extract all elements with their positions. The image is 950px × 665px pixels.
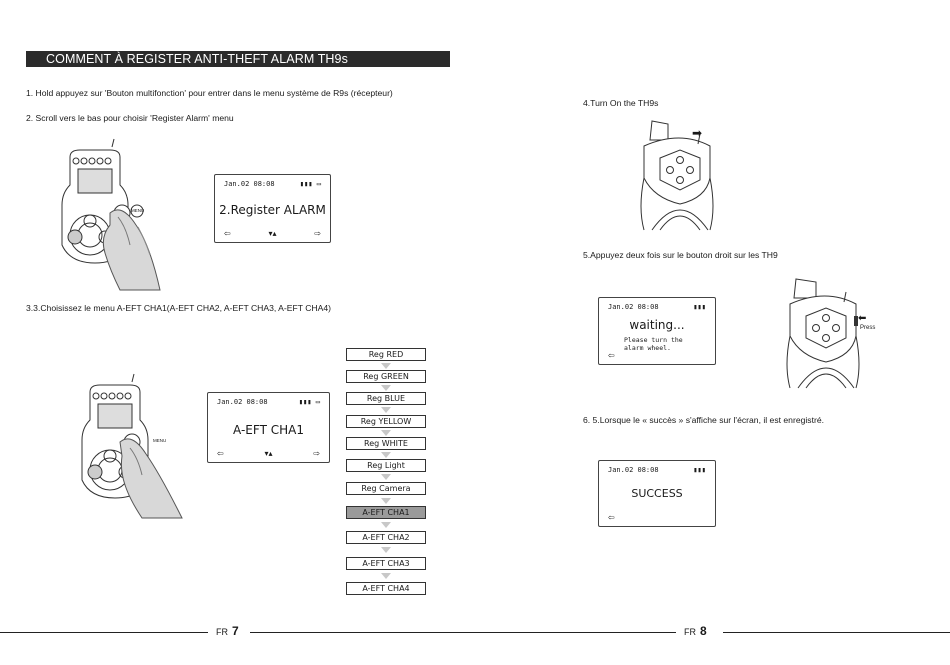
- th9s-transmitter-illustration-2: [786, 278, 860, 389]
- lcd-main-text: A-EFT CHA1: [233, 423, 304, 437]
- menu-item-aeft-cha3: A-EFT CHA3: [346, 557, 426, 570]
- step-2-text: 2. Scroll vers le bas pour choisir 'Regi…: [26, 113, 234, 123]
- down-arrow-icon: [381, 522, 391, 528]
- back-arrow-icon: ⇦: [224, 229, 231, 238]
- section-title: COMMENT À REGISTER ANTI-THEFT ALARM TH9s: [26, 51, 450, 67]
- lcd-main-text: SUCCESS: [631, 487, 683, 500]
- signal-battery-icon: ▮▮▮ ▭: [299, 180, 321, 188]
- signal-icon: ▮▮▮: [693, 466, 706, 474]
- menu-item-aeft-cha4: A-EFT CHA4: [346, 582, 426, 595]
- up-down-arrows-icon: ▾▴: [264, 449, 273, 458]
- footer-rule-right: [723, 632, 950, 633]
- back-arrow-icon: ⇦: [608, 351, 615, 360]
- receiver-device-illustration-2: [81, 373, 183, 519]
- menu-item-reg-light: Reg Light: [346, 459, 426, 472]
- step-1-text: 1. Hold appuyez sur 'Bouton multifonctio…: [26, 88, 393, 98]
- lcd-date: Jan.02 08:08: [608, 303, 659, 311]
- back-arrow-icon: ⇦: [217, 449, 224, 458]
- menu-item-aeft-cha1-selected: A-EFT CHA1: [346, 506, 426, 519]
- lcd-subtext-2: alarm wheel.: [624, 344, 671, 352]
- step-6-text: 6. 5.Lorsque le « succès » s'affiche sur…: [583, 415, 825, 425]
- lcd-main-text: 2.Register ALARM: [219, 203, 326, 217]
- lcd-screen-success: Jan.02 08:08 ▮▮▮ SUCCESS ⇦: [598, 460, 716, 527]
- lcd-date: Jan.02 08:08: [608, 466, 659, 474]
- lcd-date: Jan.02 08:08: [224, 180, 275, 188]
- forward-arrow-icon: ⇨: [314, 229, 321, 238]
- press-label: Press: [860, 325, 876, 331]
- down-arrow-icon: [381, 385, 391, 391]
- down-arrow-icon: [381, 498, 391, 504]
- down-arrow-icon: [381, 474, 391, 480]
- forward-arrow-icon: ⇨: [313, 449, 320, 458]
- lcd-screen-waiting: Jan.02 08:08 ▮▮▮ waiting... Please turn t…: [598, 297, 716, 365]
- lcd-date: Jan.02 08:08: [217, 398, 268, 406]
- step-4-text: 4.Turn On the TH9s: [583, 98, 659, 108]
- th9s-transmitter-illustration: [640, 120, 714, 231]
- footer-rule-left-a: [0, 632, 208, 633]
- right-arrow-icon: ➡: [692, 126, 703, 140]
- menu-item-reg-white: Reg WHITE: [346, 437, 426, 450]
- down-arrow-icon: [381, 363, 391, 369]
- down-arrow-icon: [381, 452, 391, 458]
- step-5-text: 5.Appuyez deux fois sur le bouton droit …: [583, 250, 778, 260]
- menu-item-reg-green: Reg GREEN: [346, 370, 426, 383]
- down-arrow-icon: [381, 547, 391, 553]
- down-arrow-icon: [381, 573, 391, 579]
- down-arrow-icon: [381, 407, 391, 413]
- lcd-screen-aeft-cha1: Jan.02 08:08 ▮▮▮ ▭ A-EFT CHA1 ⇦ ▾▴ ⇨: [207, 392, 330, 463]
- signal-battery-icon: ▮▮▮ ▭: [298, 398, 320, 406]
- menu-item-aeft-cha2: A-EFT CHA2: [346, 531, 426, 544]
- left-arrow-icon: ⬅: [858, 313, 867, 324]
- lcd-subtext-1: Please turn the: [624, 336, 683, 344]
- signal-icon: ▮▮▮: [693, 303, 706, 311]
- menu-item-reg-blue: Reg BLUE: [346, 392, 426, 405]
- back-arrow-icon: ⇦: [608, 513, 615, 522]
- up-down-arrows-icon: ▾▴: [268, 229, 277, 238]
- lcd-screen-register-alarm: Jan.02 08:08 ▮▮▮ ▭ 2.Register ALARM ⇦ ▾▴ ⇨: [214, 174, 331, 243]
- menu-item-reg-camera: Reg Camera: [346, 482, 426, 495]
- menu-button-label-2: MENU: [153, 438, 167, 443]
- step-3-text: 3.3.Choisissez le menu A-EFT CHA1(A-EFT …: [26, 303, 332, 313]
- lcd-main-text: waiting...: [629, 318, 685, 332]
- menu-button-label: MENU: [131, 208, 145, 213]
- receiver-device-illustration: [61, 138, 161, 291]
- menu-item-reg-red: Reg RED: [346, 348, 426, 361]
- down-arrow-icon: [381, 430, 391, 436]
- footer-rule-middle: [250, 632, 676, 633]
- menu-item-reg-yellow: Reg YELLOW: [346, 415, 426, 428]
